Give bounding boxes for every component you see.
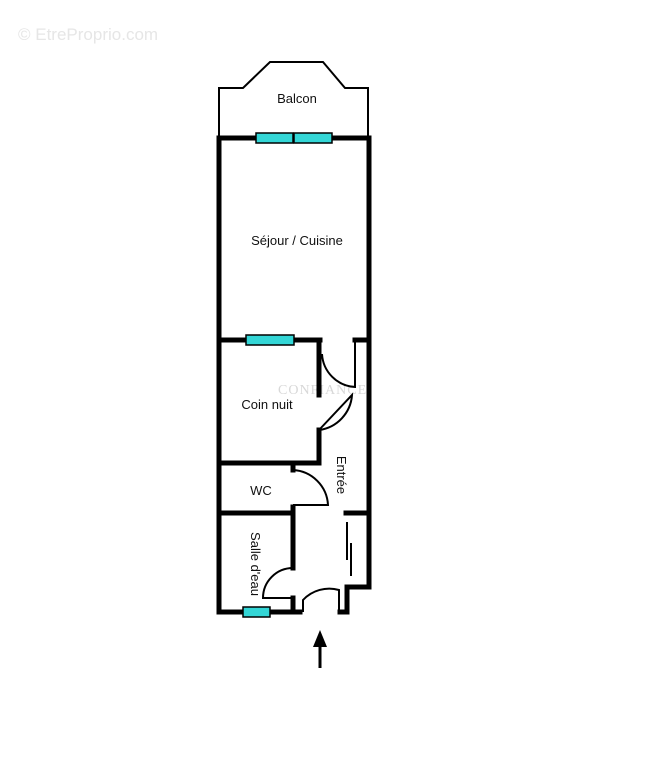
- walls: [216, 135, 372, 615]
- site-watermark: © EtreProprio.com: [18, 25, 158, 44]
- room-label-entree: Entrée: [334, 456, 349, 494]
- door-sejour: [321, 340, 356, 389]
- balcony-railing: [218, 61, 369, 138]
- windows: [242, 132, 333, 618]
- entrance-arrow-icon: [313, 630, 327, 668]
- window-sejour-left: [255, 132, 294, 144]
- room-label-balcon: Balcon: [277, 91, 317, 106]
- doors: [261, 340, 356, 612]
- room-label-coin-nuit: Coin nuit: [241, 397, 293, 412]
- window-sejour-right: [293, 132, 333, 144]
- agency-watermark: CONFIANCE: [278, 383, 367, 398]
- room-label-sejour: Séjour / Cuisine: [251, 233, 343, 248]
- room-label-salle-eau: Salle d'eau: [248, 532, 263, 596]
- room-label-wc: WC: [250, 483, 272, 498]
- window-coin-nuit: [245, 334, 295, 346]
- window-salle-eau: [242, 606, 271, 618]
